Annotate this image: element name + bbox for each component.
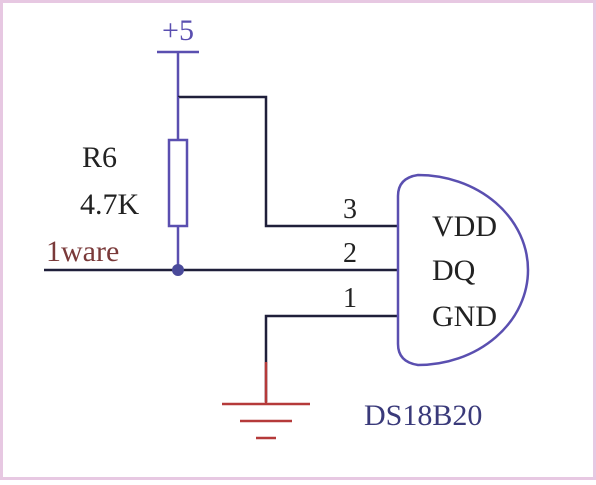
pin-3-number: 3: [343, 194, 357, 225]
pin-vdd-label: VDD: [432, 210, 497, 243]
gnd-wire: [264, 314, 398, 402]
ds18b20-sensor: VDD DQ GND DS18B20: [364, 173, 530, 432]
resistor-body: [167, 138, 189, 228]
junction-dot: [172, 264, 184, 276]
resistor-designator: R6: [82, 141, 117, 174]
power-label: +5: [162, 14, 194, 47]
power-symbol: +5: [157, 14, 199, 97]
sensor-body: [396, 173, 530, 367]
pin-gnd-label: GND: [432, 300, 497, 333]
pin-1-number: 1: [343, 283, 357, 314]
ground-symbol: [222, 362, 310, 440]
pin-dq-label: DQ: [432, 254, 476, 287]
sensor-name: DS18B20: [364, 399, 482, 432]
vdd-wire: [178, 95, 398, 228]
net-label: 1ware: [46, 235, 119, 268]
resistor-r6: R6 4.7K: [80, 97, 189, 270]
pin-2-number: 2: [343, 238, 357, 269]
resistor-value: 4.7K: [80, 188, 140, 221]
